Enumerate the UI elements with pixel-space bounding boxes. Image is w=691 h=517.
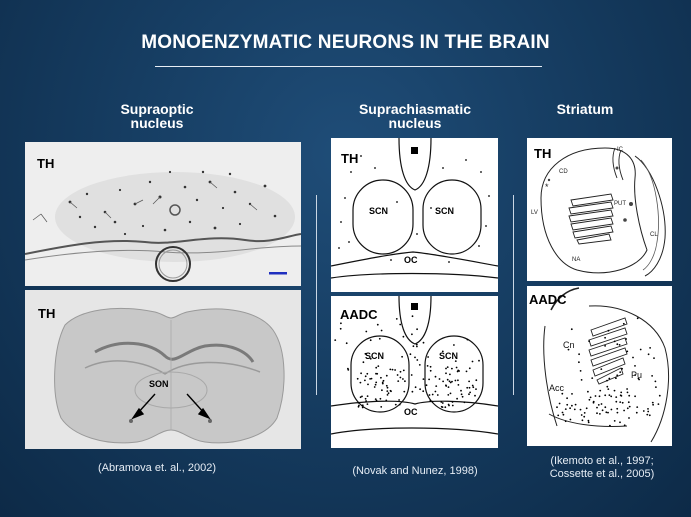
- striatum-th-diagram: *: [540, 147, 666, 277]
- svg-text:*: *: [545, 182, 549, 192]
- heading-supraoptic-line1: Supraoptic: [120, 101, 194, 117]
- separator-right: [513, 195, 514, 395]
- region-label-son: SON: [149, 379, 169, 389]
- brain-section-image: [25, 290, 301, 449]
- caption-novak: (Novak and Nunez, 1998): [352, 465, 478, 477]
- separator-left: [316, 195, 317, 395]
- heading-striatum: Striatum: [530, 102, 640, 116]
- title-divider: [155, 66, 542, 67]
- panel-label-th-section: TH: [38, 306, 56, 321]
- heading-suprachiasmatic: Suprachiasmatic nucleus: [325, 102, 505, 130]
- scn-th-diagram: [331, 138, 498, 279]
- panel-label-aadc-striatum: AADC: [529, 292, 567, 307]
- caption-ikemoto: (Ikemoto et al., 1997;: [550, 455, 654, 467]
- region-label-scn-left: SCN: [369, 206, 389, 216]
- region-label-pu: Pu: [631, 370, 643, 380]
- panel-label-th: TH: [37, 156, 55, 171]
- striatum-aadc-diagram: [543, 287, 670, 443]
- scale-bar: [269, 272, 287, 275]
- caption-abramova: (Abramova et. al., 2002): [97, 462, 216, 474]
- caption-ikemoto-cossette: (Ikemoto et al., 1997; Cossette et al., …: [522, 455, 682, 481]
- region-label-scn-right: SCN: [435, 206, 455, 216]
- region-label-put: PUT: [614, 201, 626, 207]
- region-label-scn-right-aadc: SCN: [439, 351, 459, 361]
- micrograph-supraoptic-th: TH: [25, 142, 301, 286]
- region-label-cl: CL: [650, 232, 658, 238]
- diagram-striatum-aadc: AADC Cn Pu Acc: [527, 286, 672, 446]
- region-label-cd: CD: [559, 169, 568, 175]
- scn-aadc-diagram: [331, 296, 498, 435]
- panel-label-th-scn: TH: [341, 151, 359, 166]
- micrograph-brain-section-th: TH SON: [25, 290, 301, 449]
- panel-label-aadc-scn: AADC: [340, 307, 378, 322]
- region-label-lv: LV: [531, 210, 538, 216]
- slide-title: MONOENZYMATIC NEURONS IN THE BRAIN: [141, 32, 550, 53]
- region-label-ic: IC: [617, 147, 623, 153]
- heading-supraoptic-line2: nucleus: [130, 115, 184, 131]
- heading-suprachiasmatic-line1: Suprachiasmatic: [358, 101, 472, 117]
- region-label-oc-aadc: OC: [404, 407, 418, 417]
- diagram-scn-aadc: AADC SCN SCN OC: [331, 296, 498, 448]
- heading-striatum-line1: Striatum: [556, 101, 614, 117]
- caption-cossette: Cossette et al., 2005): [549, 468, 655, 480]
- region-label-acc: Acc: [549, 383, 565, 393]
- micrograph-supraoptic-th-image: [25, 142, 301, 286]
- region-label-na: NA: [572, 257, 581, 263]
- panel-label-th-striatum: TH: [534, 146, 552, 161]
- region-label-oc: OC: [404, 255, 418, 265]
- heading-supraoptic: Supraoptic nucleus: [72, 102, 242, 130]
- heading-suprachiasmatic-line2: nucleus: [388, 115, 442, 131]
- region-label-cn: Cn: [563, 340, 575, 350]
- diagram-scn-th: TH SCN SCN OC: [331, 138, 498, 292]
- region-label-scn-left-aadc: SCN: [365, 351, 385, 361]
- diagram-striatum-th: * TH IC CD PUT LV CL NA: [527, 138, 672, 281]
